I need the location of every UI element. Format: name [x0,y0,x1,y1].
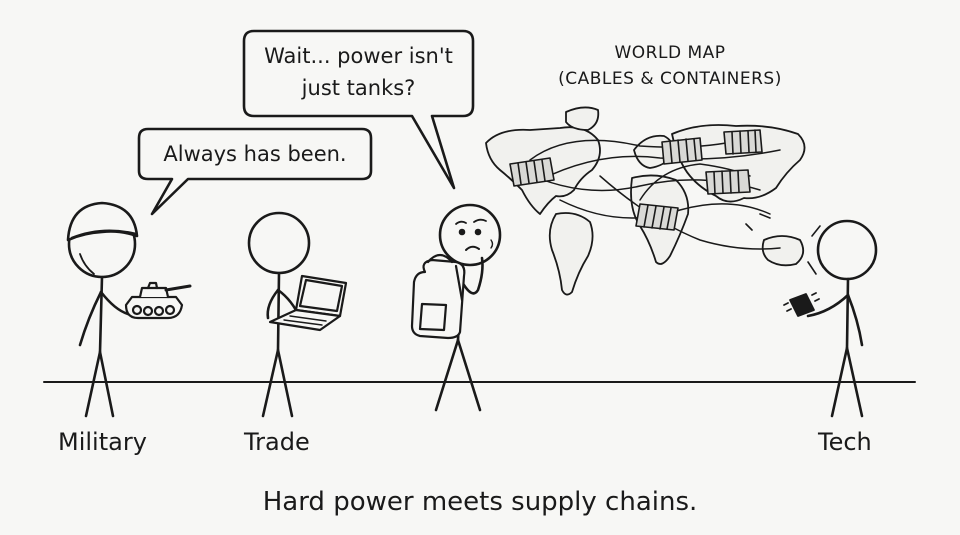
label-tech: Tech [818,428,872,456]
speech-bubble-right-line2: just tanks? [301,76,416,100]
shipping-container [723,129,763,155]
speech-bubble-right [242,29,475,190]
laptop-icon [268,274,348,332]
comic-caption: Hard power meets supply chains. [262,487,698,517]
label-military: Military [58,428,147,456]
speech-bubble-right-line1: Wait... power isn't [264,44,453,68]
speech-bubble-left [137,127,373,216]
greenland-continent [565,106,600,131]
tech-figure [806,219,878,418]
shipping-container [635,203,679,231]
speech-bubble-right-text: Wait... power isn't just tanks? [244,40,473,104]
backpack-icon [410,253,466,340]
undersea-cables [519,139,781,250]
world-map [485,106,821,296]
south-america-continent [548,212,594,296]
map-title-line1: WORLD MAP [614,43,726,63]
speech-bubble-left-text: Always has been. [163,142,347,166]
tank-icon [124,281,192,320]
shipping-container [705,169,751,195]
chip-icon [783,292,820,317]
map-title-line2: (CABLES & CONTAINERS) [558,69,782,89]
military-figure [66,201,139,418]
australia-continent [761,235,805,267]
asia-continent [671,124,806,203]
map-title: WORLD MAP (CABLES & CONTAINERS) [520,40,820,92]
shipping-container [661,137,703,165]
student-figure [434,203,502,412]
label-trade: Trade [244,428,310,456]
shipping-container [509,157,555,187]
